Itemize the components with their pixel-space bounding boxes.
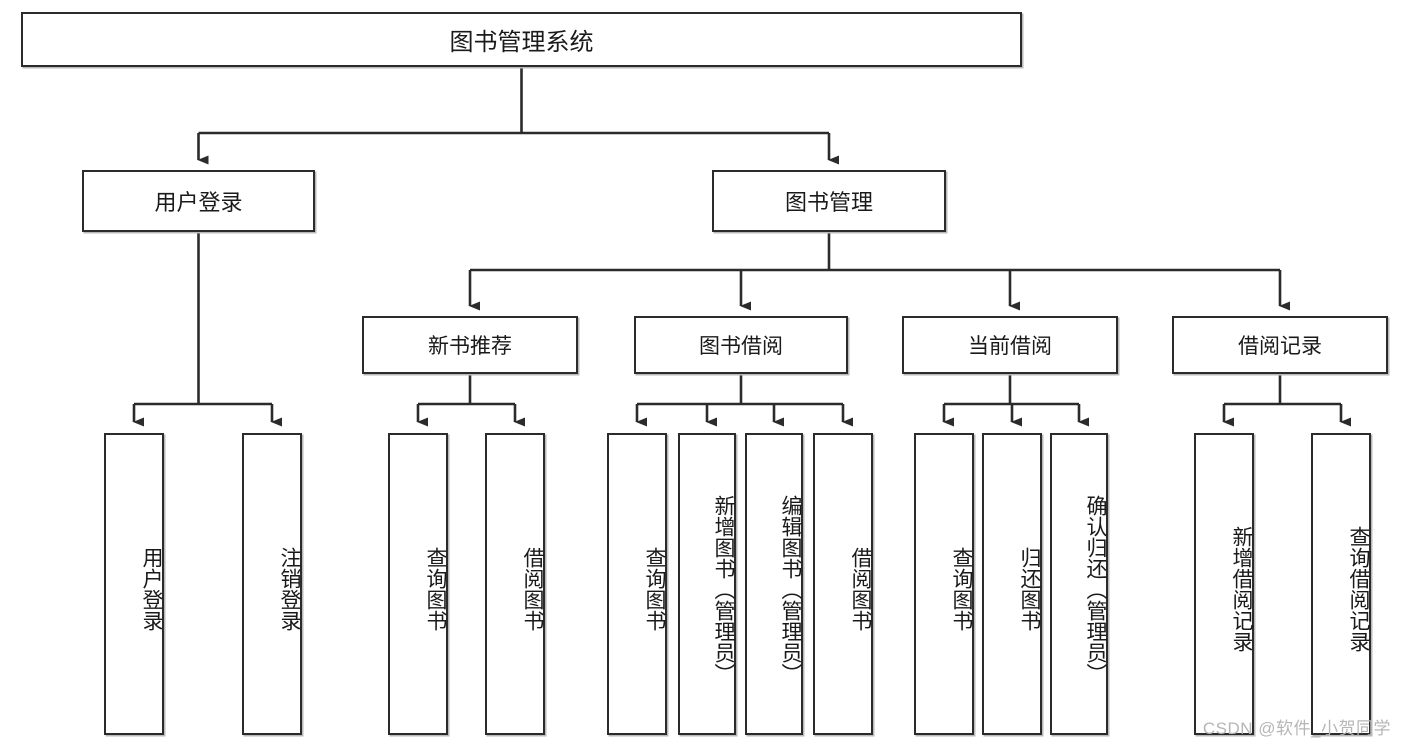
leaf-borrow-book-brw-label: 借阅图书: [849, 547, 872, 631]
node-book-manage-label: 图书管理: [784, 190, 873, 215]
node-borrow-record-label: 借阅记录: [1238, 335, 1322, 358]
leaf-query-book-rec[interactable]: 查询图书: [388, 433, 448, 735]
leaf-confirm-return-label: 确认归还（管理员）: [1084, 494, 1107, 684]
leaf-logout-label: 注销登录: [278, 547, 301, 631]
node-root-label: 图书管理系统: [449, 29, 594, 56]
leaf-query-book-cur-label: 查询图书: [950, 547, 973, 631]
leaf-edit-book-admin[interactable]: 编辑图书（管理员）: [745, 433, 803, 735]
node-user-login-label: 用户登录: [154, 190, 243, 215]
node-book-borrow-label: 图书借阅: [699, 335, 783, 358]
node-book-manage[interactable]: 图书管理: [712, 170, 946, 232]
leaf-query-book-brw[interactable]: 查询图书: [607, 433, 667, 735]
leaf-borrow-book-rec[interactable]: 借阅图书: [485, 433, 545, 735]
leaf-add-record[interactable]: 新增借阅记录: [1194, 433, 1254, 735]
leaf-return-book[interactable]: 归还图书: [982, 433, 1042, 735]
node-new-book-rec[interactable]: 新书推荐: [362, 316, 578, 374]
node-new-book-rec-label: 新书推荐: [428, 335, 512, 358]
leaf-logout[interactable]: 注销登录: [242, 433, 302, 735]
leaf-query-book-rec-label: 查询图书: [424, 547, 447, 631]
leaf-user-login[interactable]: 用户登录: [104, 433, 164, 735]
leaf-return-book-label: 归还图书: [1018, 547, 1041, 631]
leaf-borrow-book-brw[interactable]: 借阅图书: [813, 433, 873, 735]
leaf-borrow-book-rec-label: 借阅图书: [521, 547, 544, 631]
leaf-add-book-admin[interactable]: 新增图书（管理员）: [678, 433, 736, 735]
leaf-add-record-label: 新增借阅记录: [1230, 526, 1253, 652]
node-current-borrow-label: 当前借阅: [968, 335, 1052, 358]
leaf-add-book-admin-label: 新增图书（管理员）: [712, 494, 735, 684]
node-book-borrow[interactable]: 图书借阅: [634, 316, 848, 374]
leaf-user-login-label: 用户登录: [140, 547, 163, 631]
leaf-query-book-brw-label: 查询图书: [643, 547, 666, 631]
leaf-query-record-label: 查询借阅记录: [1347, 526, 1370, 652]
node-root[interactable]: 图书管理系统: [21, 12, 1022, 67]
leaf-confirm-return[interactable]: 确认归还（管理员）: [1050, 433, 1108, 735]
leaf-edit-book-admin-label: 编辑图书（管理员）: [779, 494, 802, 684]
leaf-query-book-cur[interactable]: 查询图书: [914, 433, 974, 735]
node-user-login[interactable]: 用户登录: [82, 170, 315, 232]
node-borrow-record[interactable]: 借阅记录: [1172, 316, 1388, 374]
node-current-borrow[interactable]: 当前借阅: [902, 316, 1118, 374]
leaf-query-record[interactable]: 查询借阅记录: [1311, 433, 1371, 735]
